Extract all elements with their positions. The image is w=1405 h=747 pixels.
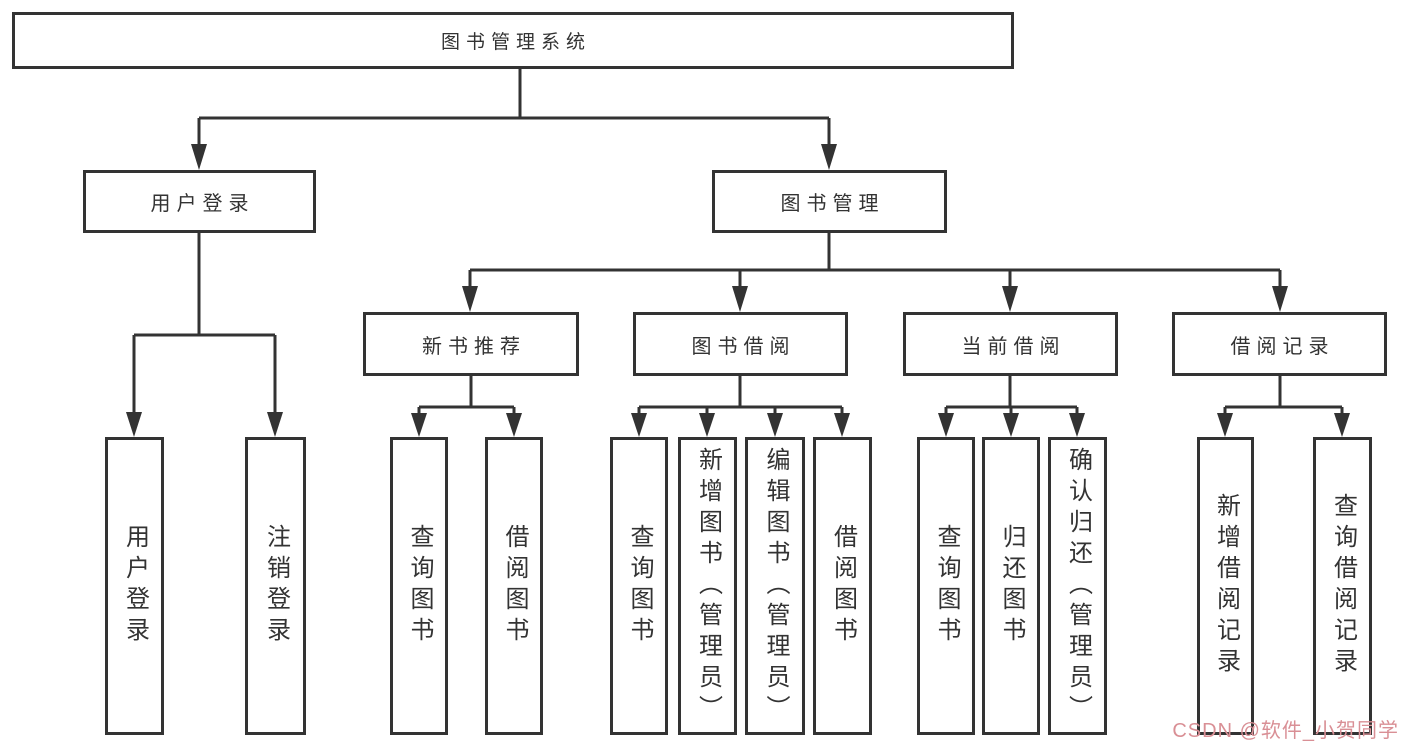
node-label: 查询图书	[626, 524, 653, 648]
node-label: 新增图书（管理员）	[694, 446, 722, 726]
node-label: 归还图书	[998, 524, 1025, 648]
node-label: 借阅图书	[829, 524, 857, 648]
leaf-query-borrow-record: 查询借阅记录	[1313, 437, 1372, 735]
leaf-confirm-return-admin: 确认归还（管理员）	[1048, 437, 1107, 735]
leaf-borrow-books: 借阅图书	[813, 437, 872, 735]
node-label: 用户登录	[150, 193, 255, 215]
leaf-logout: 注销登录	[245, 437, 306, 735]
node-label: 新书推荐	[422, 335, 526, 358]
node-label: 用户登录	[121, 524, 149, 648]
node-label: 图书管理系统	[440, 32, 591, 53]
node-label: 借阅记录	[1230, 335, 1335, 358]
node-user-login: 用户登录	[83, 170, 316, 233]
node-library-management-system: 图书管理系统	[12, 12, 1014, 69]
node-label: 图书借阅	[691, 335, 796, 358]
leaf-add-books-admin: 新增图书（管理员）	[678, 437, 737, 735]
leaf-borrow-books: 借阅图书	[485, 437, 543, 735]
node-label: 借阅图书	[501, 524, 528, 648]
leaf-user-login: 用户登录	[105, 437, 164, 735]
node-borrowing-records: 借阅记录	[1172, 312, 1387, 376]
leaf-return-books: 归还图书	[982, 437, 1040, 735]
node-new-book-recommendation: 新书推荐	[363, 312, 579, 376]
node-label: 新增借阅记录	[1212, 493, 1240, 679]
leaf-query-books: 查询图书	[610, 437, 668, 735]
node-book-borrowing: 图书借阅	[633, 312, 848, 376]
node-label: 查询借阅记录	[1329, 493, 1357, 679]
leaf-add-borrow-record: 新增借阅记录	[1197, 437, 1254, 735]
node-label: 图书管理	[780, 193, 885, 215]
node-label: 编辑图书（管理员）	[762, 446, 789, 726]
node-label: 查询图书	[406, 524, 433, 648]
leaf-query-books: 查询图书	[390, 437, 448, 735]
node-current-borrowing: 当前借阅	[903, 312, 1118, 376]
node-label: 确认归还（管理员）	[1064, 446, 1092, 726]
leaf-edit-books-admin: 编辑图书（管理员）	[745, 437, 805, 735]
node-book-management: 图书管理	[712, 170, 947, 233]
leaf-query-books: 查询图书	[917, 437, 975, 735]
node-label: 查询图书	[933, 524, 960, 648]
node-label: 注销登录	[262, 524, 290, 648]
node-label: 当前借阅	[961, 335, 1066, 358]
